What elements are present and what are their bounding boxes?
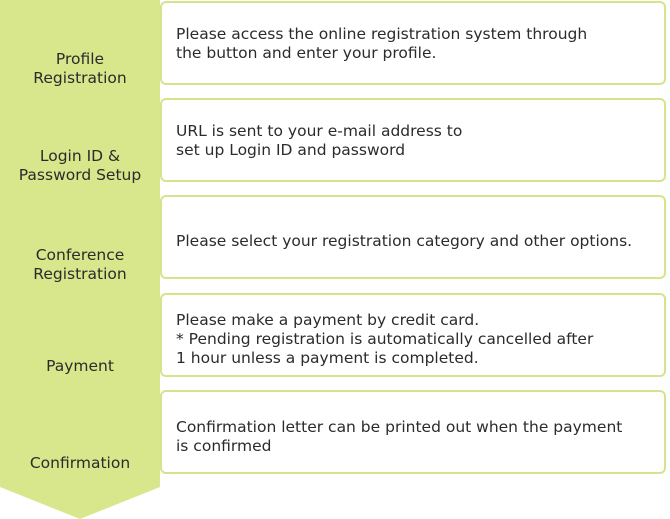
step-confirmation: Confirmation Confirmation letter can be … xyxy=(0,389,670,519)
step-description: Please select your registration category… xyxy=(176,232,633,250)
step-description-box: Please make a payment by credit card. * … xyxy=(160,293,666,377)
step-description-box: Please access the online registration sy… xyxy=(160,1,666,85)
step-conference-registration: Conference Registration Please select yo… xyxy=(0,194,670,324)
step-description-box: Please select your registration category… xyxy=(160,195,666,279)
step-login-password-setup: Login ID & Password Setup URL is sent to… xyxy=(0,97,670,227)
step-description: URL is sent to your e-mail address to se… xyxy=(176,122,463,159)
step-profile-registration: Profile Registration Please access the o… xyxy=(0,0,670,130)
step-description: Confirmation letter can be printed out w… xyxy=(176,418,623,455)
step-label: Confirmation xyxy=(29,454,131,472)
step-description-box: URL is sent to your e-mail address to se… xyxy=(160,98,666,182)
step-label: Conference Registration xyxy=(33,246,127,283)
step-label: Profile Registration xyxy=(33,50,127,87)
step-description-box: Confirmation letter can be printed out w… xyxy=(160,390,666,474)
step-label: Login ID & Password Setup xyxy=(18,147,142,184)
step-description: Please access the online registration sy… xyxy=(176,25,588,62)
step-description: Please make a payment by credit card. * … xyxy=(176,311,594,367)
step-payment: Payment Please make a payment by credit … xyxy=(0,292,670,422)
step-label: Payment xyxy=(46,357,114,375)
